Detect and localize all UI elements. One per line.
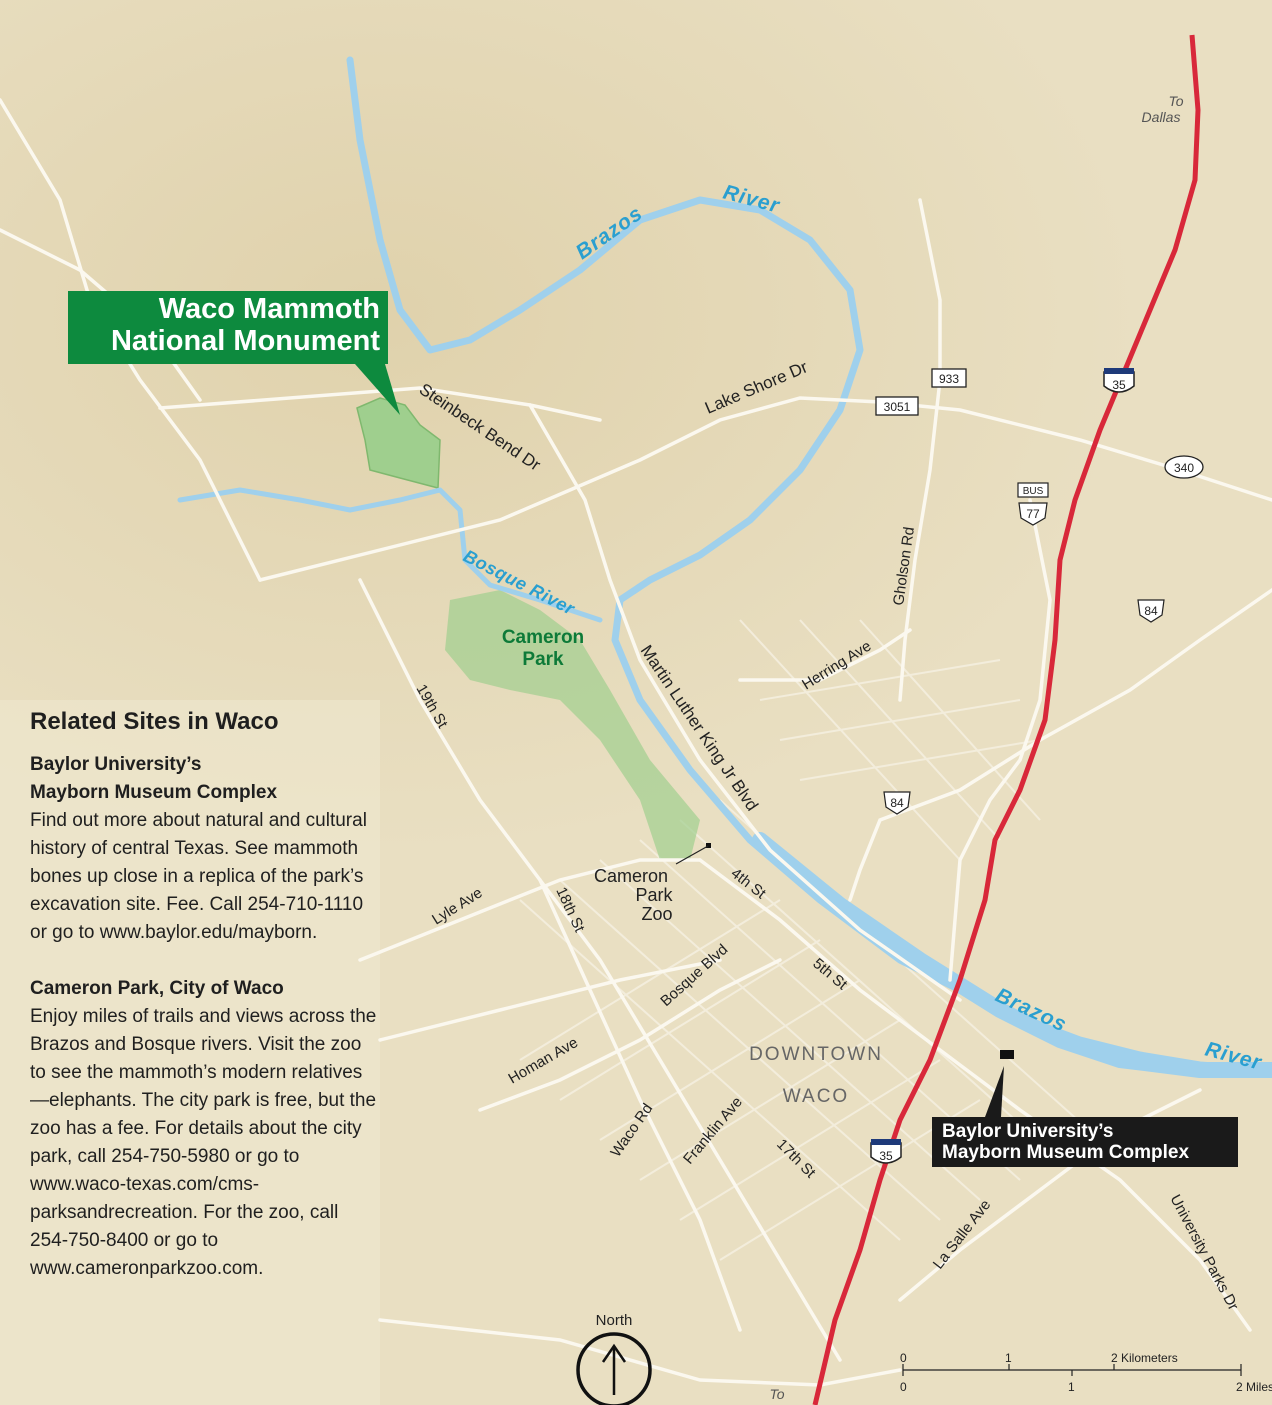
to-dallas-label-1: To — [1168, 93, 1183, 109]
scale-km-zero: 0 — [900, 1351, 907, 1365]
mayborn-site-entry: Baylor University’s Mayborn Museum Compl… — [30, 751, 380, 947]
i35-shield-north: 35 — [1103, 368, 1135, 393]
downtown-label-1: DOWNTOWN — [749, 1044, 883, 1065]
scale-mi-one: 1 — [1068, 1380, 1075, 1394]
svg-text:84: 84 — [890, 796, 904, 810]
svg-text:3051: 3051 — [884, 400, 911, 414]
related-sites-panel: Related Sites in Waco Baylor University’… — [30, 705, 380, 1311]
major-roads — [0, 98, 1272, 1387]
to-dallas-label-2: Dallas — [1142, 109, 1181, 125]
sh340-shield: 340 — [1164, 455, 1204, 479]
north-label: North — [596, 1312, 633, 1329]
mayborn-description: Find out more about natural and cultural… — [30, 810, 367, 943]
mayborn-callout-line2: Mayborn Museum Complex — [942, 1142, 1190, 1163]
cameron-description: Enjoy miles of trails and views across t… — [30, 1006, 377, 1279]
svg-text:35: 35 — [879, 1149, 893, 1163]
mayborn-title-line2: Mayborn Museum Complex — [30, 782, 278, 803]
monument-callout-line2: National Monument — [110, 325, 380, 357]
zoo-leader-line — [675, 845, 709, 865]
mayborn-callout-line1: Baylor University’s — [942, 1121, 1114, 1142]
scale-bar — [902, 1364, 1242, 1376]
mayborn-title-line1: Baylor University’s — [30, 754, 202, 775]
us84-central-shield: 84 — [883, 791, 911, 815]
us77-business-shield: BUS 77 — [1017, 482, 1049, 526]
svg-text:84: 84 — [1144, 604, 1158, 618]
fm3051-shield: 3051 — [875, 396, 919, 416]
scale-mi-zero: 0 — [900, 1380, 907, 1394]
zoo-label-3: Zoo — [641, 904, 672, 924]
cameron-park-label-2: Park — [522, 649, 564, 670]
panel-backdrop — [0, 700, 380, 1405]
us84-east-shield: 84 — [1137, 599, 1165, 623]
fm933-shield: 933 — [931, 368, 967, 388]
i35-shield-south: 35 — [870, 1139, 902, 1164]
zoo-label-2: Park — [635, 885, 673, 905]
svg-text:340: 340 — [1174, 461, 1194, 475]
monument-callout-line1: Waco Mammoth — [158, 293, 380, 325]
svg-text:35: 35 — [1112, 378, 1126, 392]
svg-text:BUS: BUS — [1023, 486, 1044, 497]
cameron-site-entry: Cameron Park, City of Waco Enjoy miles o… — [30, 975, 380, 1283]
zoo-label-1: Cameron — [594, 866, 668, 886]
mayborn-callout: Baylor University’s Mayborn Museum Compl… — [932, 1117, 1238, 1167]
mayborn-callout-pointer — [985, 1066, 1004, 1117]
cameron-park-label-1: Cameron — [502, 627, 584, 648]
mayborn-marker — [1000, 1050, 1014, 1059]
zoo-marker — [706, 843, 711, 848]
monument-callout-pointer — [355, 364, 400, 415]
cameron-title: Cameron Park, City of Waco — [30, 978, 284, 999]
cameron-park-area — [445, 590, 700, 860]
north-arrow-icon — [576, 1332, 652, 1405]
svg-text:933: 933 — [939, 372, 959, 386]
scale-km-one: 1 — [1005, 1351, 1012, 1365]
monument-callout: Waco Mammoth National Monument — [68, 291, 388, 364]
scale-km-two: 2 Kilometers — [1111, 1351, 1178, 1365]
related-sites-heading: Related Sites in Waco — [30, 708, 279, 735]
downtown-label-2: WACO — [783, 1086, 849, 1107]
svg-text:77: 77 — [1026, 507, 1040, 521]
scale-mi-two: 2 Miles — [1236, 1380, 1272, 1394]
to-south-label: To — [769, 1386, 784, 1402]
